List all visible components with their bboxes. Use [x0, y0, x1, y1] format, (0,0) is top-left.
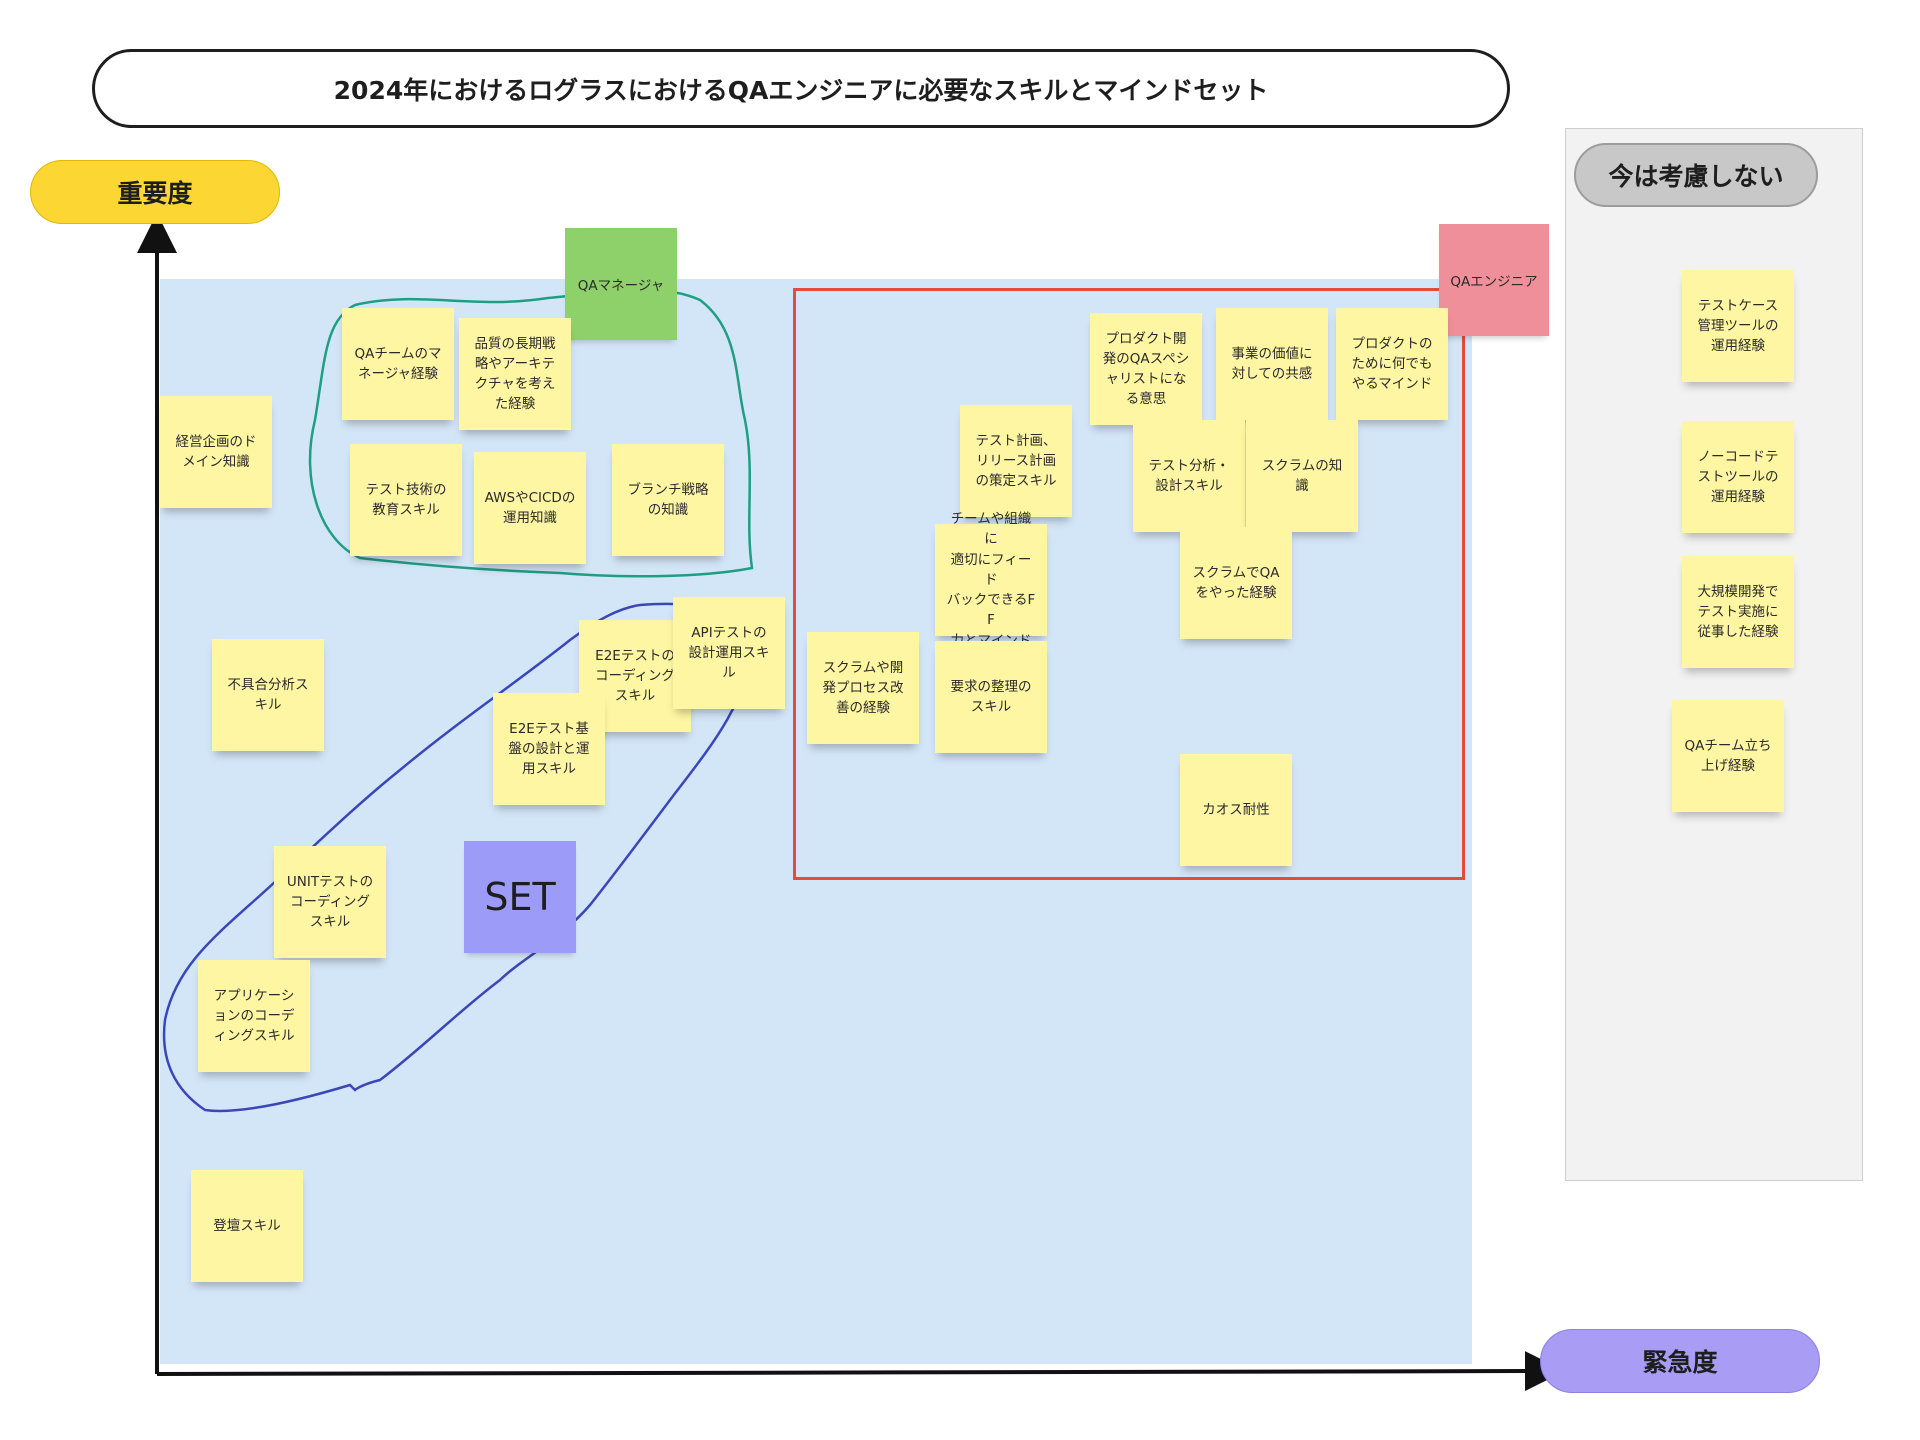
set-loop	[162, 602, 750, 1113]
y-axis-label: 重要度	[30, 160, 280, 224]
sticky-note[interactable]: 経営企画のド メイン知識	[160, 396, 272, 508]
sticky-note[interactable]: スクラムの知 識	[1246, 420, 1358, 532]
ignore-sticky-note[interactable]: QAチーム立ち 上げ経験	[1672, 700, 1784, 812]
sticky-note[interactable]: スクラムや開 発プロセス改 善の経験	[807, 632, 919, 744]
sticky-note[interactable]: テスト技術の 教育スキル	[350, 444, 462, 556]
sticky-note[interactable]: ブランチ戦略 の知識	[612, 444, 724, 556]
qa-engineer-frame	[793, 288, 1465, 880]
sticky-note[interactable]: チームや組織に 適切にフィード バックできるFF 力とマインド	[935, 511, 1047, 649]
sticky-note[interactable]: 登壇スキル	[191, 1170, 303, 1282]
ignore-label: 今は考慮しない	[1574, 143, 1818, 207]
sticky-note[interactable]: 品質の長期戦 略やアーキテ クチャを考え た経験	[459, 318, 571, 430]
ignore-sticky-note[interactable]: 大規模開発で テスト実施に 従事した経験	[1682, 556, 1794, 668]
sticky-note[interactable]: 事業の価値に 対しての共感	[1216, 308, 1328, 420]
sticky-note[interactable]: APIテストの 設計運用スキ ル	[673, 597, 785, 709]
sticky-note[interactable]: プロダクトの ために何でも やるマインド	[1336, 308, 1448, 420]
sticky-note[interactable]: E2Eテスト基 盤の設計と運 用スキル	[493, 693, 605, 805]
sticky-note[interactable]: UNITテストの コーディング スキル	[274, 846, 386, 958]
sticky-note[interactable]: スクラムでQA をやった経験	[1180, 527, 1292, 639]
qa-manager-sticky[interactable]: QAマネージャ	[565, 228, 677, 340]
set-sticky[interactable]: SET	[464, 841, 576, 953]
sticky-note[interactable]: カオス耐性	[1180, 754, 1292, 866]
x-axis-label: 緊急度	[1540, 1329, 1820, 1393]
qa-engineer-sticky[interactable]: QAエンジニア	[1439, 224, 1549, 336]
ignore-sticky-note[interactable]: ノーコードテ ストツールの 運用経験	[1682, 421, 1794, 533]
sticky-note[interactable]: アプリケーシ ョンのコーデ ィングスキル	[198, 960, 310, 1072]
sticky-note[interactable]: QAチームのマ ネージャ経験	[342, 308, 454, 420]
sticky-note[interactable]: テスト分析・ 設計スキル	[1133, 420, 1245, 532]
sticky-note[interactable]: テスト計画、 リリース計画 の策定スキル	[960, 405, 1072, 517]
sticky-note[interactable]: 不具合分析ス キル	[212, 639, 324, 751]
page-title: 2024年におけるログラスにおけるQAエンジニアに必要なスキルとマインドセット	[92, 49, 1510, 128]
sticky-note[interactable]: AWSやCICDの 運用知識	[474, 452, 586, 564]
sticky-note[interactable]: プロダクト開 発のQAスペシ ャリストにな る意思	[1090, 313, 1202, 425]
sticky-note[interactable]: 要求の整理の スキル	[935, 641, 1047, 753]
ignore-sticky-note[interactable]: テストケース 管理ツールの 運用経験	[1682, 270, 1794, 382]
x-axis-line	[156, 1351, 1565, 1392]
